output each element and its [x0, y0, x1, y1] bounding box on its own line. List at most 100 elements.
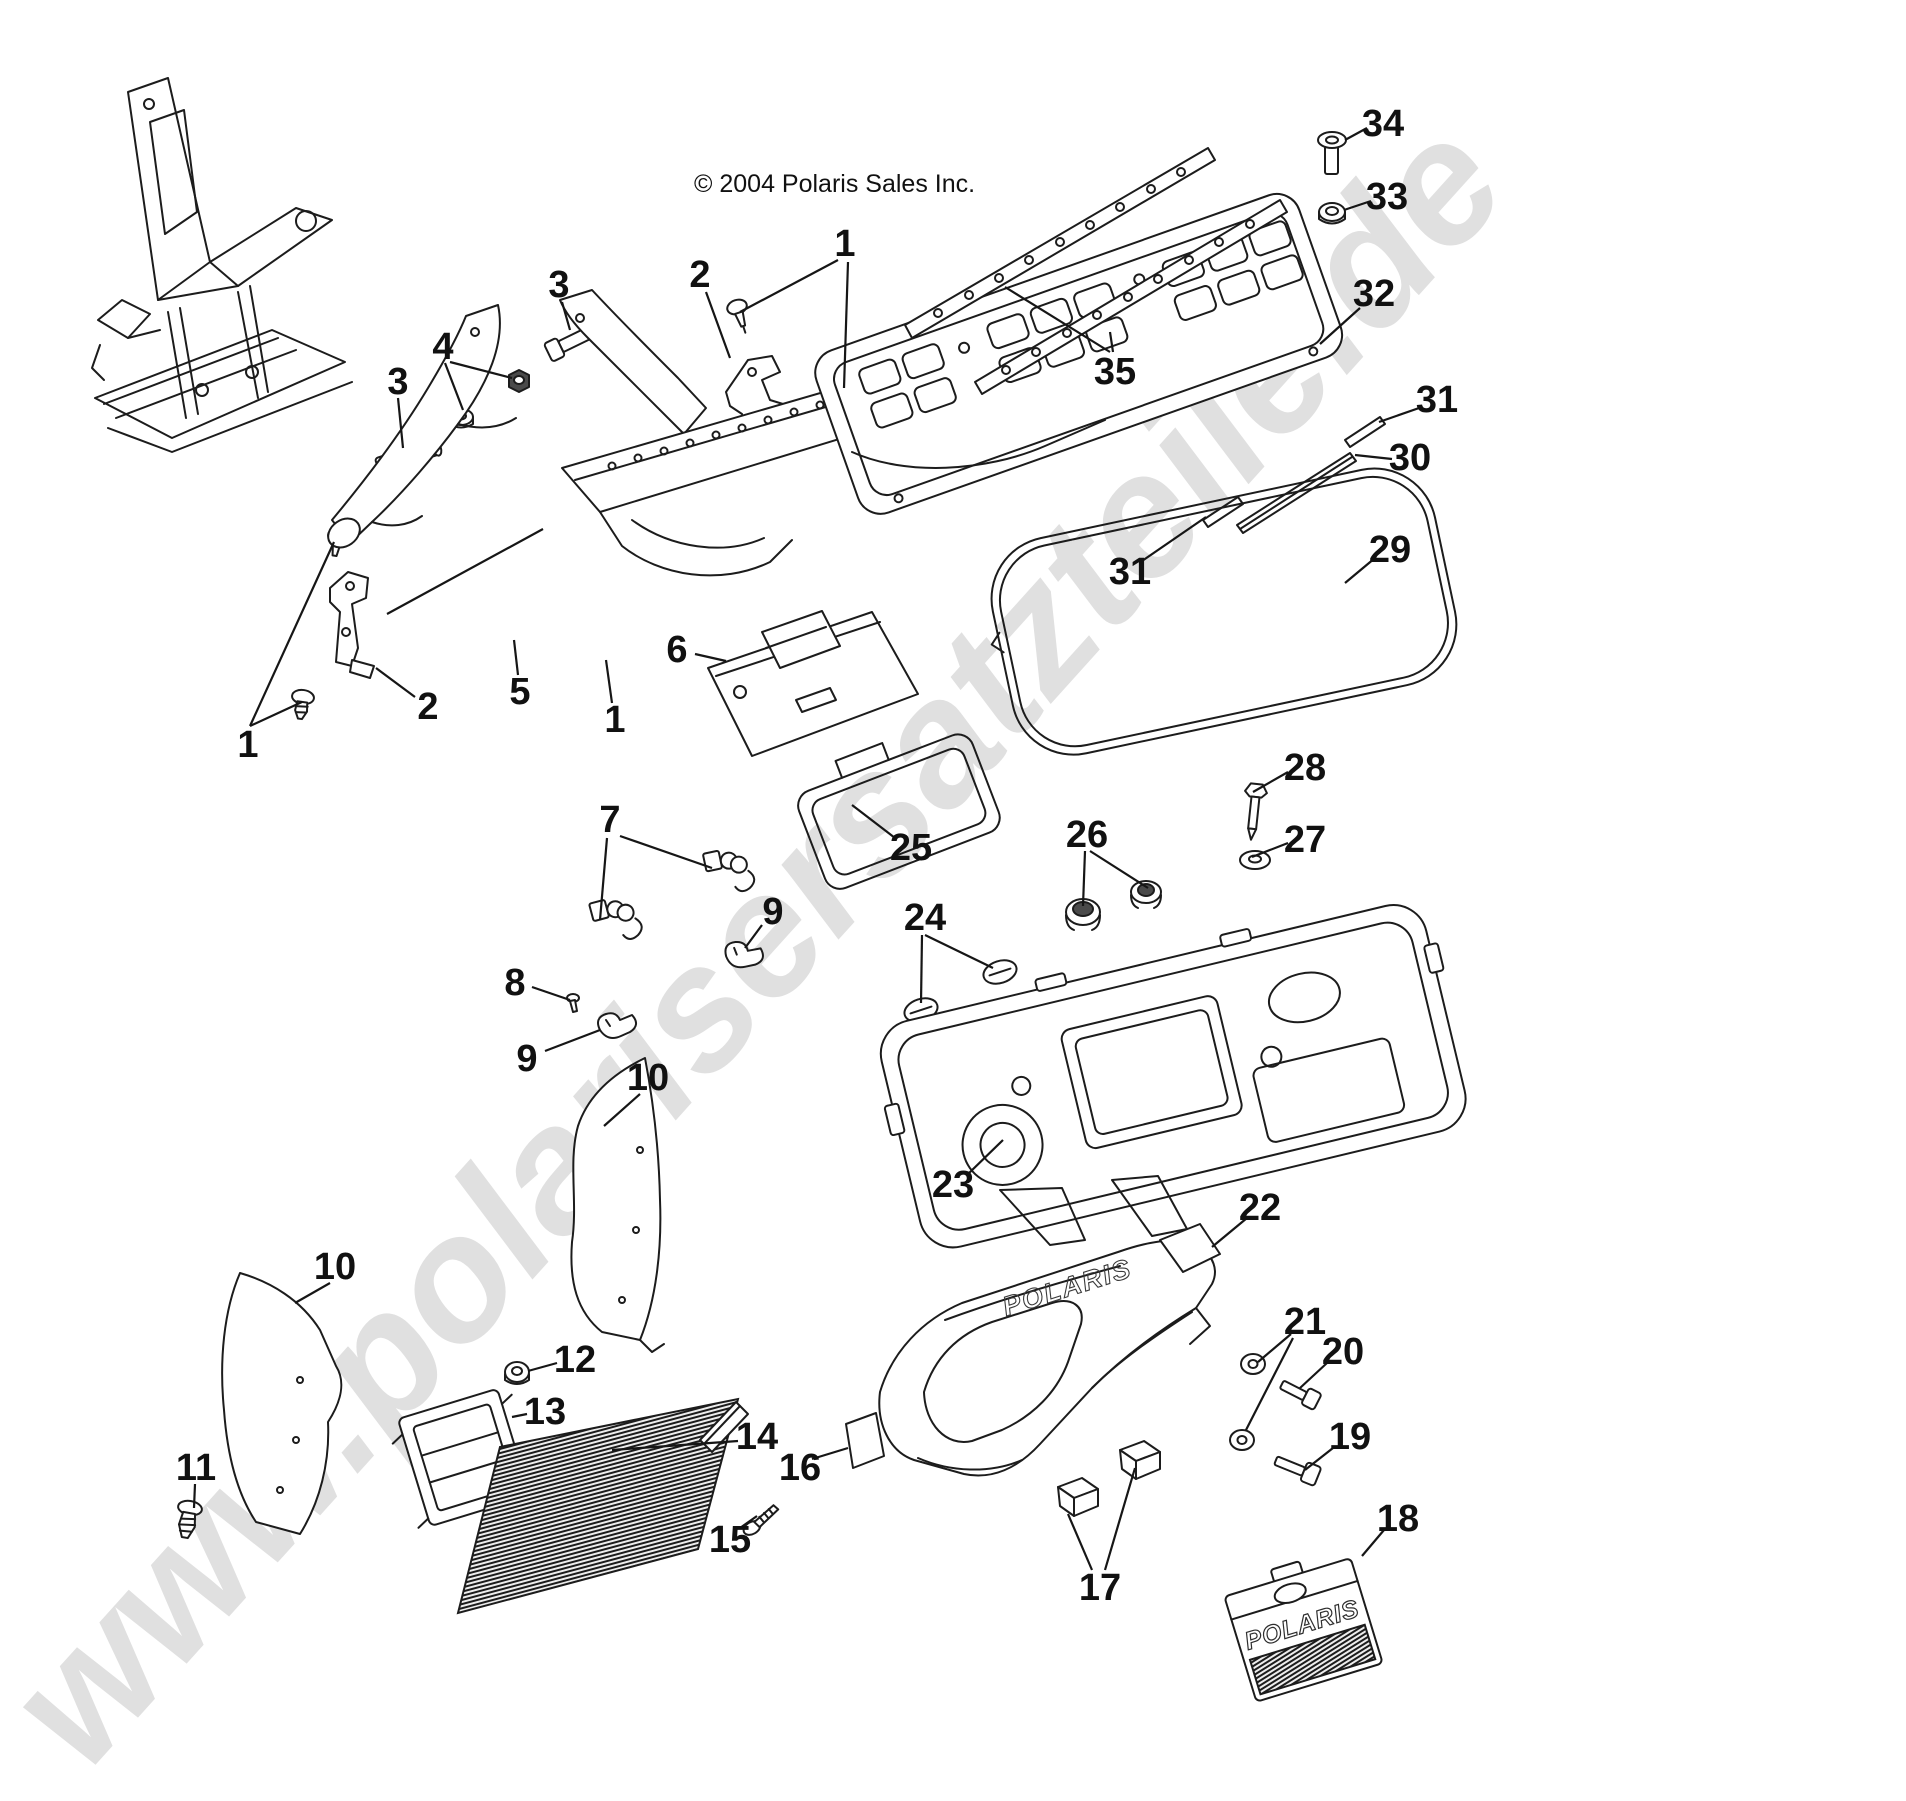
clip-9-left — [597, 1012, 637, 1039]
bolt-20 — [1279, 1380, 1322, 1411]
exploded-parts-artwork: POLARIS — [91, 77, 1467, 1702]
leader-line-4 — [449, 360, 513, 380]
callout-3: 3 — [387, 361, 408, 403]
fascia-22: POLARIS — [878, 1223, 1221, 1477]
bumper-frame-5 — [327, 289, 909, 577]
leader-line-9 — [744, 924, 763, 949]
clip-9-right — [724, 940, 764, 969]
rack-32-apron — [851, 419, 1106, 469]
leader-line-19 — [1304, 1447, 1334, 1471]
leader-line-16 — [811, 1446, 849, 1461]
push-pin-1-left — [291, 688, 315, 721]
leader-line-9 — [544, 1028, 601, 1053]
nut-33 — [1318, 202, 1346, 225]
badge-18: POLARIS — [1224, 1558, 1383, 1702]
leader-line-25 — [851, 804, 896, 839]
panel-10-left — [221, 1272, 343, 1535]
leader-line-14 — [611, 1439, 739, 1452]
callout-28: 28 — [1284, 747, 1326, 789]
leader-line-7 — [598, 837, 609, 921]
callout-35: 35 — [1094, 351, 1136, 393]
washer-21-lower — [1229, 1429, 1255, 1451]
gasket-25 — [797, 733, 1001, 890]
plug-24-right — [982, 959, 1018, 985]
callout-1: 1 — [237, 724, 258, 766]
leader-line-34 — [1344, 127, 1368, 141]
callout-14: 14 — [736, 1416, 778, 1458]
callout-12: 12 — [554, 1339, 596, 1381]
leader-line-12 — [527, 1361, 558, 1373]
callout-2: 2 — [689, 254, 710, 296]
leader-line-1 — [604, 659, 614, 704]
leader-line-21 — [1245, 1337, 1294, 1431]
callout-2: 2 — [417, 686, 438, 728]
leader-line-15 — [739, 1515, 758, 1529]
seal-29 — [990, 467, 1458, 756]
frame-reference-sketch — [91, 77, 353, 453]
leader-line-1 — [248, 541, 336, 727]
leader-line-1 — [739, 259, 839, 313]
leader-line-6 — [694, 652, 727, 663]
nut-12 — [504, 1361, 530, 1385]
leader-line-21 — [1257, 1333, 1292, 1363]
callout-23: 23 — [932, 1164, 974, 1206]
callout-5: 5 — [509, 671, 530, 713]
cap-17-left — [1057, 1477, 1099, 1517]
leader-line-20 — [1299, 1362, 1328, 1389]
callout-22: 22 — [1239, 1187, 1281, 1229]
leader-line-10 — [294, 1282, 331, 1304]
callout-31: 31 — [1416, 379, 1458, 421]
nut-4-upper — [508, 369, 530, 393]
callout-15: 15 — [709, 1519, 751, 1561]
leader-line-10 — [603, 1093, 641, 1127]
reference-line — [386, 528, 544, 615]
leader-line-23 — [966, 1139, 1004, 1176]
callout-13: 13 — [524, 1391, 566, 1433]
latch-7-left — [588, 899, 643, 940]
callout-29: 29 — [1369, 529, 1411, 571]
callout-20: 20 — [1322, 1331, 1364, 1373]
callout-1: 1 — [834, 223, 855, 265]
callout-4: 4 — [432, 326, 453, 368]
callout-9: 9 — [762, 891, 783, 933]
grommet-26-right — [1130, 880, 1162, 909]
leader-line-32 — [1319, 307, 1361, 345]
callout-33: 33 — [1366, 176, 1408, 218]
leader-line-33 — [1343, 199, 1372, 212]
leader-line-22 — [1211, 1217, 1248, 1248]
strip-35-b — [974, 199, 1288, 395]
leader-line-31 — [1378, 405, 1423, 424]
callout-7: 7 — [599, 799, 620, 841]
strip-35-a — [904, 147, 1216, 339]
leader-line-27 — [1251, 841, 1289, 859]
leader-line-3 — [560, 301, 572, 331]
leader-line-30 — [1354, 453, 1393, 461]
callout-18: 18 — [1377, 1498, 1419, 1540]
bracket-2-left — [329, 571, 375, 679]
callout-11: 11 — [176, 1447, 216, 1489]
panel-10-right — [570, 1057, 665, 1353]
leader-line-7 — [619, 834, 713, 870]
screw-15 — [742, 1504, 780, 1536]
bolt-19 — [1273, 1455, 1322, 1487]
screw-8 — [566, 993, 580, 1013]
callout-10: 10 — [314, 1246, 356, 1288]
leader-line-13 — [511, 1412, 528, 1419]
copyright-text: © 2004 Polaris Sales Inc. — [694, 170, 975, 198]
leader-line-29 — [1344, 557, 1376, 584]
callout-17: 17 — [1079, 1567, 1121, 1609]
box-6 — [707, 610, 919, 757]
rod-31-top — [1344, 416, 1386, 448]
callout-3: 3 — [548, 264, 569, 306]
leader-line-17 — [1103, 1467, 1137, 1571]
leader-line-8 — [531, 985, 571, 1002]
rivet-11 — [177, 1499, 203, 1540]
leader-line-4 — [443, 362, 465, 411]
leader-line-5 — [512, 639, 520, 676]
leader-line-24 — [919, 934, 924, 1004]
tray-23 — [879, 904, 1467, 1249]
callout-25: 25 — [890, 827, 932, 869]
leader-line-3 — [396, 397, 405, 449]
leader-line-35 — [1108, 331, 1115, 353]
